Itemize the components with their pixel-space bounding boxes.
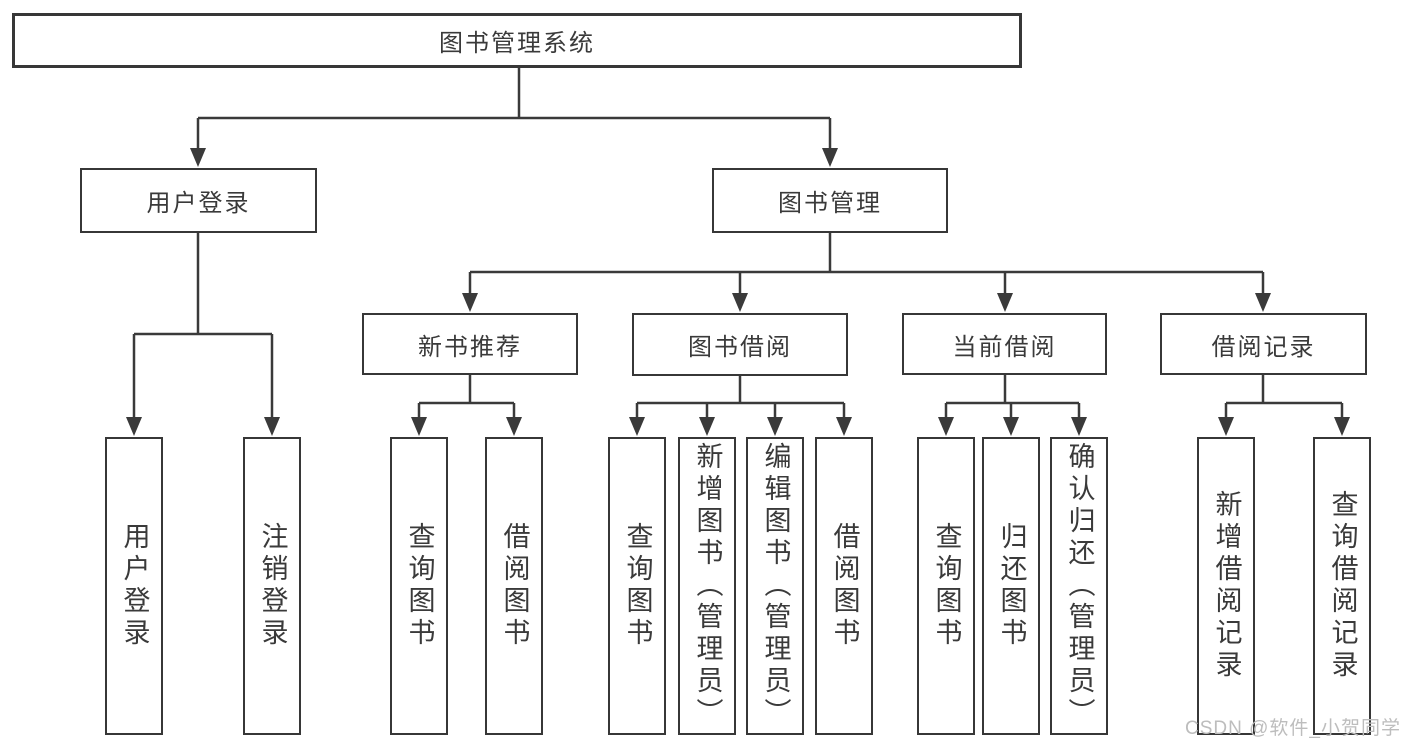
- leaf-nb-borrow-books-label: 借阅图书: [499, 522, 530, 650]
- leaf-nb-query-books-label: 查询图书: [404, 522, 435, 650]
- group-book-borrowing-label: 图书借阅: [688, 334, 792, 361]
- leaf-logout-label: 注销登录: [257, 522, 288, 650]
- leaf-nb-query-books: 查询图书: [390, 437, 448, 735]
- branch-user-login: 用户登录: [80, 168, 317, 233]
- leaf-bb-edit-books-admin-label: 编辑图书（管理员）: [760, 442, 791, 730]
- leaf-bb-query-books: 查询图书: [608, 437, 666, 735]
- leaf-user-login-label: 用户登录: [119, 522, 150, 650]
- leaf-bb-borrow-books-label: 借阅图书: [829, 522, 860, 650]
- leaf-cb-confirm-return-admin-label: 确认归还（管理员）: [1064, 442, 1095, 730]
- leaf-br-add-record-label: 新增借阅记录: [1211, 490, 1242, 682]
- leaf-bb-query-books-label: 查询图书: [622, 522, 653, 650]
- group-borrowing-records-label: 借阅记录: [1211, 333, 1316, 361]
- leaf-cb-query-books: 查询图书: [917, 437, 975, 735]
- leaf-nb-borrow-books: 借阅图书: [485, 437, 543, 735]
- leaf-bb-add-books-admin-label: 新增图书（管理员）: [692, 442, 723, 730]
- leaf-br-query-record-label: 查询借阅记录: [1327, 490, 1358, 682]
- leaf-logout: 注销登录: [243, 437, 301, 735]
- leaf-cb-query-books-label: 查询图书: [931, 522, 962, 650]
- leaf-cb-return-books: 归还图书: [982, 437, 1040, 735]
- group-new-book-recommendation-label: 新书推荐: [418, 333, 522, 361]
- leaf-br-add-record: 新增借阅记录: [1197, 437, 1255, 735]
- leaf-cb-confirm-return-admin: 确认归还（管理员）: [1050, 437, 1108, 735]
- leaf-user-login: 用户登录: [105, 437, 163, 735]
- branch-book-management: 图书管理: [712, 168, 948, 233]
- node-root-label: 图书管理系统: [439, 30, 595, 57]
- group-book-borrowing: 图书借阅: [632, 313, 848, 376]
- leaf-bb-add-books-admin: 新增图书（管理员）: [678, 437, 736, 735]
- group-current-borrowing-label: 当前借阅: [952, 333, 1057, 361]
- leaf-cb-return-books-label: 归还图书: [996, 522, 1027, 650]
- group-new-book-recommendation: 新书推荐: [362, 313, 578, 375]
- branch-user-login-label: 用户登录: [146, 190, 251, 217]
- node-root-system: 图书管理系统: [12, 13, 1022, 68]
- leaf-bb-edit-books-admin: 编辑图书（管理员）: [746, 437, 804, 735]
- group-current-borrowing: 当前借阅: [902, 313, 1107, 375]
- branch-book-management-label: 图书管理: [778, 190, 882, 217]
- arrowheads: [126, 148, 1350, 436]
- leaf-bb-borrow-books: 借阅图书: [815, 437, 873, 735]
- leaf-br-query-record: 查询借阅记录: [1313, 437, 1371, 735]
- group-borrowing-records: 借阅记录: [1160, 313, 1367, 375]
- watermark: CSDN @软件_小贺同学: [1185, 718, 1401, 739]
